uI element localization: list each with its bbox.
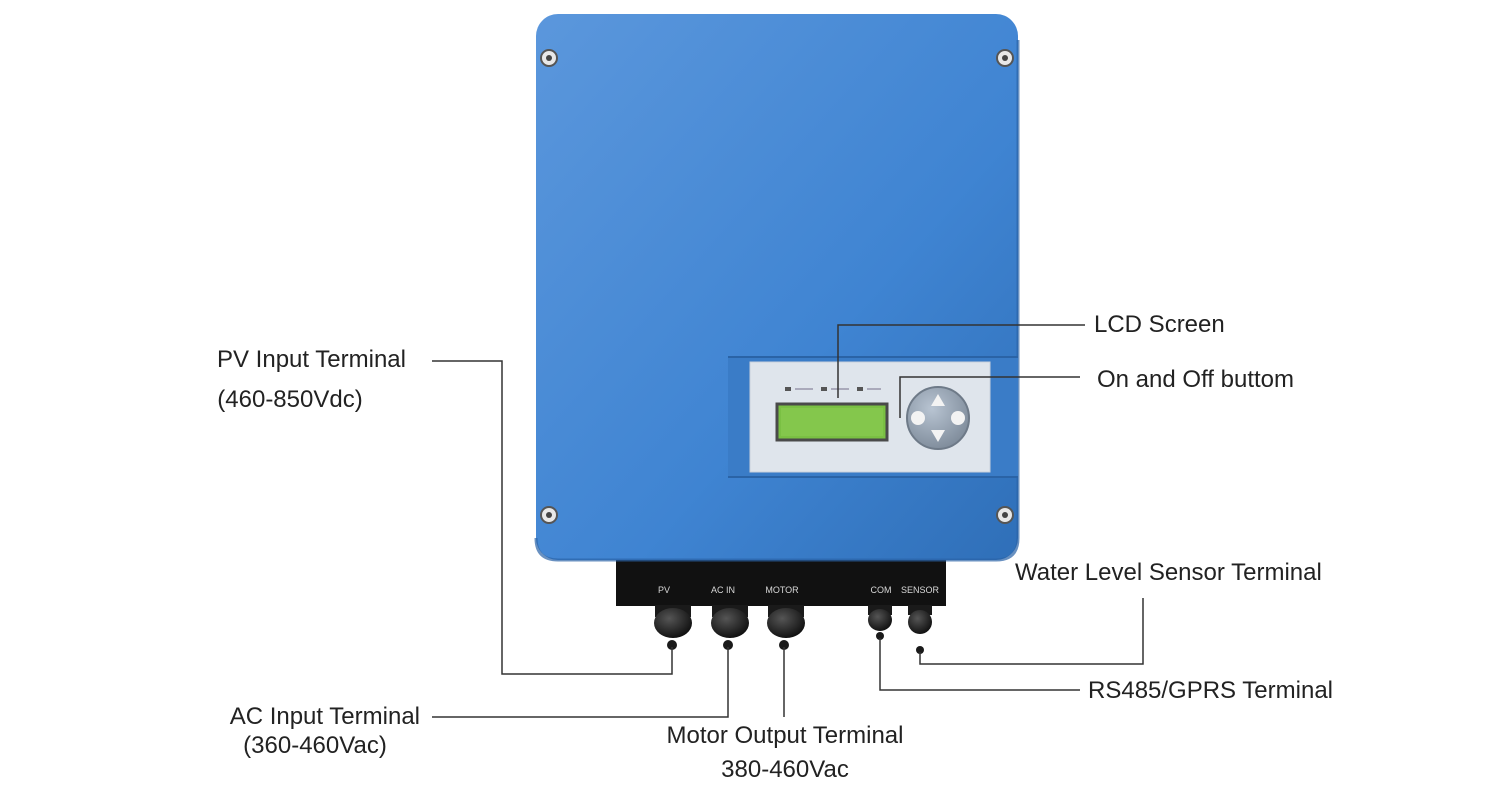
on-off-button-label: On and Off buttom: [1097, 366, 1295, 393]
arrow-up-icon: [931, 394, 945, 406]
gland-ac-in: [711, 605, 749, 650]
power-button-icon: [911, 411, 925, 425]
ac-terminal-label: AC Input Terminal: [229, 703, 420, 730]
gland-sensor: [908, 605, 932, 654]
port-label: AC IN: [711, 585, 735, 595]
motor-terminal-label: Motor Output Terminal: [666, 722, 904, 749]
screw-top-left: [540, 49, 558, 67]
inverter-body: [536, 14, 1018, 560]
leader-pv: [432, 360, 673, 675]
enter-button-icon: [951, 411, 965, 425]
leader-ac: [432, 647, 729, 718]
rs485-gprs-label: RS485/GPRS Terminal: [1088, 677, 1333, 704]
indicator-leds: [785, 387, 881, 391]
screw-bottom-left: [540, 506, 558, 524]
motor-terminal-range: 380-460Vac: [721, 756, 849, 783]
leader-sensor: [919, 598, 1144, 665]
water-level-sensor-label: Water Level Sensor Terminal: [1015, 559, 1322, 586]
port-label: SENSOR: [901, 585, 940, 595]
leader-onoff: [899, 376, 1080, 418]
screw-bottom-right: [996, 506, 1014, 524]
gland-motor: [767, 605, 805, 650]
arrow-down-icon: [931, 430, 945, 442]
port-label: MOTOR: [765, 585, 799, 595]
port-label: COM: [871, 585, 892, 595]
gland-com: [868, 605, 892, 640]
pv-terminal-label: PV Input Terminal: [217, 346, 406, 373]
screw-top-right: [996, 49, 1014, 67]
keypad: [906, 386, 970, 450]
leader-lcd: [837, 324, 1085, 398]
gland-pv: [654, 605, 692, 650]
pv-terminal-range: (460-850Vdc): [217, 386, 363, 413]
lcd-screen-label: LCD Screen: [1094, 311, 1225, 338]
port-label: PV: [658, 585, 670, 595]
body-edge-shadow: [534, 40, 1020, 562]
leader-rs485: [879, 638, 1080, 691]
ac-terminal-range: (360-460Vac): [243, 732, 387, 759]
